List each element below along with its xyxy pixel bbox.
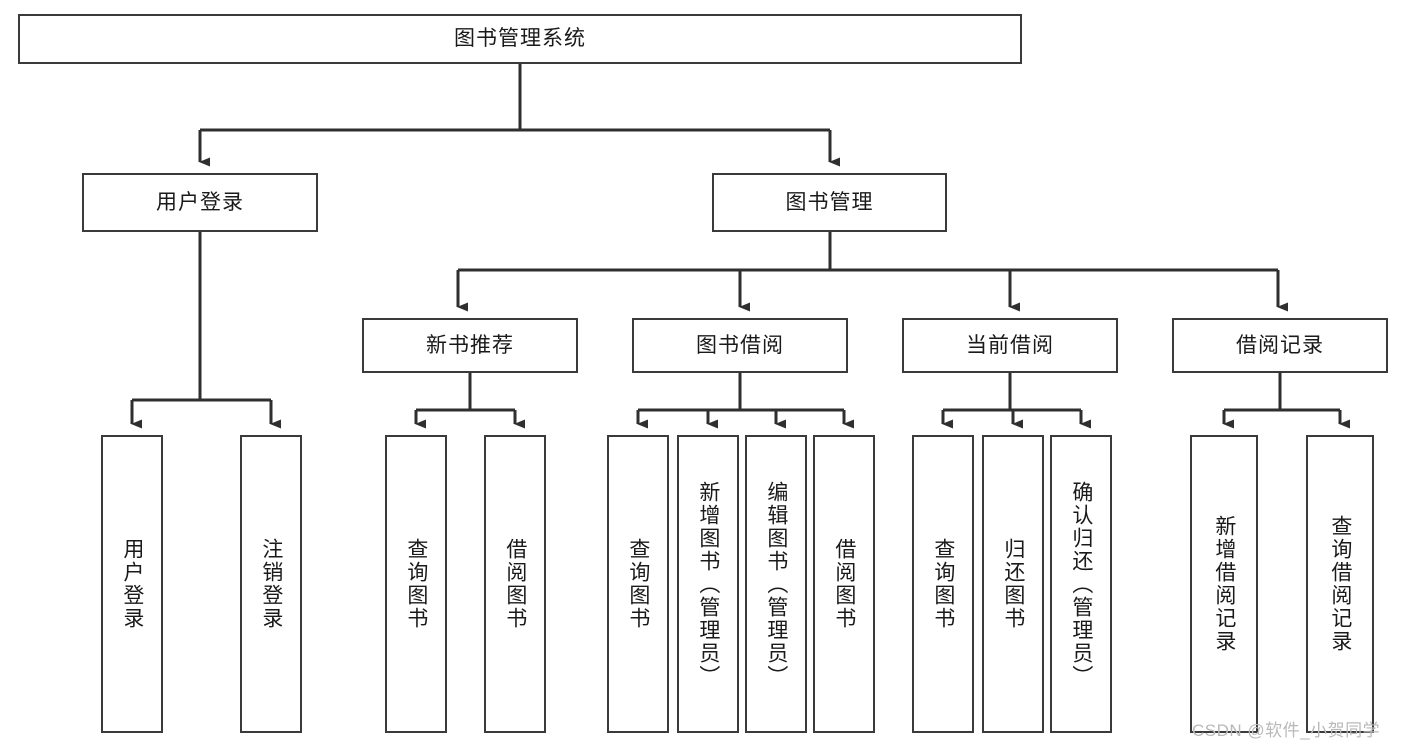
node-label: 查询图书 <box>626 538 650 630</box>
node-label: 新增借阅记录 <box>1212 515 1236 653</box>
leaf-node-借阅图书[interactable]: 借阅图书 <box>484 435 546 733</box>
root-node-图书管理系统[interactable]: 图书管理系统 <box>18 14 1022 64</box>
node-label: 图书管理系统 <box>454 27 586 51</box>
node-label: 查询图书 <box>404 538 428 630</box>
level3-node-当前借阅[interactable]: 当前借阅 <box>902 318 1118 373</box>
watermark-text: CSDN @软件_小贺同学 <box>1192 721 1381 740</box>
node-label: 当前借阅 <box>966 333 1054 357</box>
node-label: 用户登录 <box>156 190 244 214</box>
leaf-node-查询图书[interactable]: 查询图书 <box>912 435 974 733</box>
node-label: 注销登录 <box>259 538 283 630</box>
node-label: 确认归还（管理员） <box>1069 480 1093 688</box>
leaf-node-归还图书[interactable]: 归还图书 <box>982 435 1044 733</box>
leaf-node-编辑图书管理员[interactable]: 编辑图书（管理员） <box>745 435 807 733</box>
node-label: 用户登录 <box>120 538 144 630</box>
node-label: 借阅记录 <box>1236 333 1324 357</box>
leaf-node-用户登录[interactable]: 用户登录 <box>101 435 163 733</box>
level2-node-用户登录[interactable]: 用户登录 <box>82 173 318 232</box>
leaf-node-查询借阅记录[interactable]: 查询借阅记录 <box>1306 435 1374 733</box>
node-label: 借阅图书 <box>503 538 527 630</box>
node-label: 新书推荐 <box>426 333 514 357</box>
node-label: 归还图书 <box>1001 538 1025 630</box>
leaf-node-注销登录[interactable]: 注销登录 <box>240 435 302 733</box>
node-label: 查询图书 <box>931 538 955 630</box>
level3-node-新书推荐[interactable]: 新书推荐 <box>362 318 578 373</box>
leaf-node-借阅图书[interactable]: 借阅图书 <box>813 435 875 733</box>
node-label: 图书借阅 <box>696 333 784 357</box>
leaf-node-新增图书管理员[interactable]: 新增图书（管理员） <box>677 435 739 733</box>
leaf-node-新增借阅记录[interactable]: 新增借阅记录 <box>1190 435 1258 733</box>
leaf-node-查询图书[interactable]: 查询图书 <box>385 435 447 733</box>
node-label: 查询借阅记录 <box>1328 515 1352 653</box>
node-label: 借阅图书 <box>832 538 856 630</box>
leaf-node-确认归还管理员[interactable]: 确认归还（管理员） <box>1050 435 1112 733</box>
level3-node-图书借阅[interactable]: 图书借阅 <box>632 318 848 373</box>
level2-node-图书管理[interactable]: 图书管理 <box>712 173 947 232</box>
node-label: 新增图书（管理员） <box>696 480 720 688</box>
level3-node-借阅记录[interactable]: 借阅记录 <box>1172 318 1388 373</box>
node-label: 编辑图书（管理员） <box>764 480 788 688</box>
leaf-node-查询图书[interactable]: 查询图书 <box>607 435 669 733</box>
node-label: 图书管理 <box>785 190 874 214</box>
